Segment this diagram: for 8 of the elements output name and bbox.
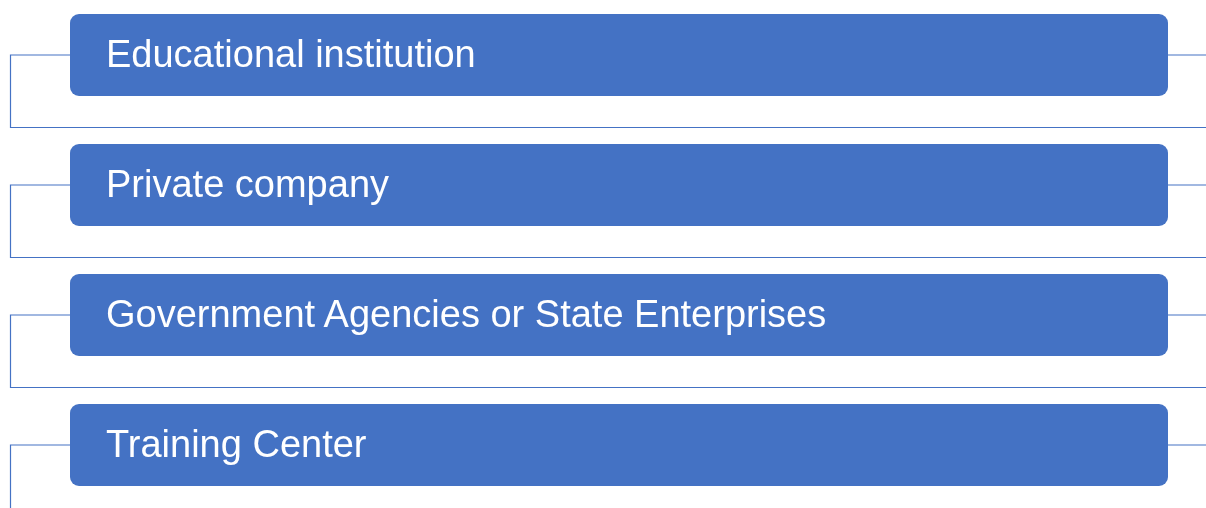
item-label: Educational institution bbox=[106, 34, 476, 76]
item-label: Private company bbox=[106, 164, 389, 206]
list-item-box bbox=[70, 14, 1168, 96]
item-label: Government Agencies or State Enterprises bbox=[106, 294, 827, 336]
list-item-box bbox=[70, 144, 1168, 226]
list-item-box bbox=[70, 274, 1168, 356]
item-label: Training Center bbox=[106, 424, 367, 466]
list-item-box bbox=[70, 404, 1168, 486]
